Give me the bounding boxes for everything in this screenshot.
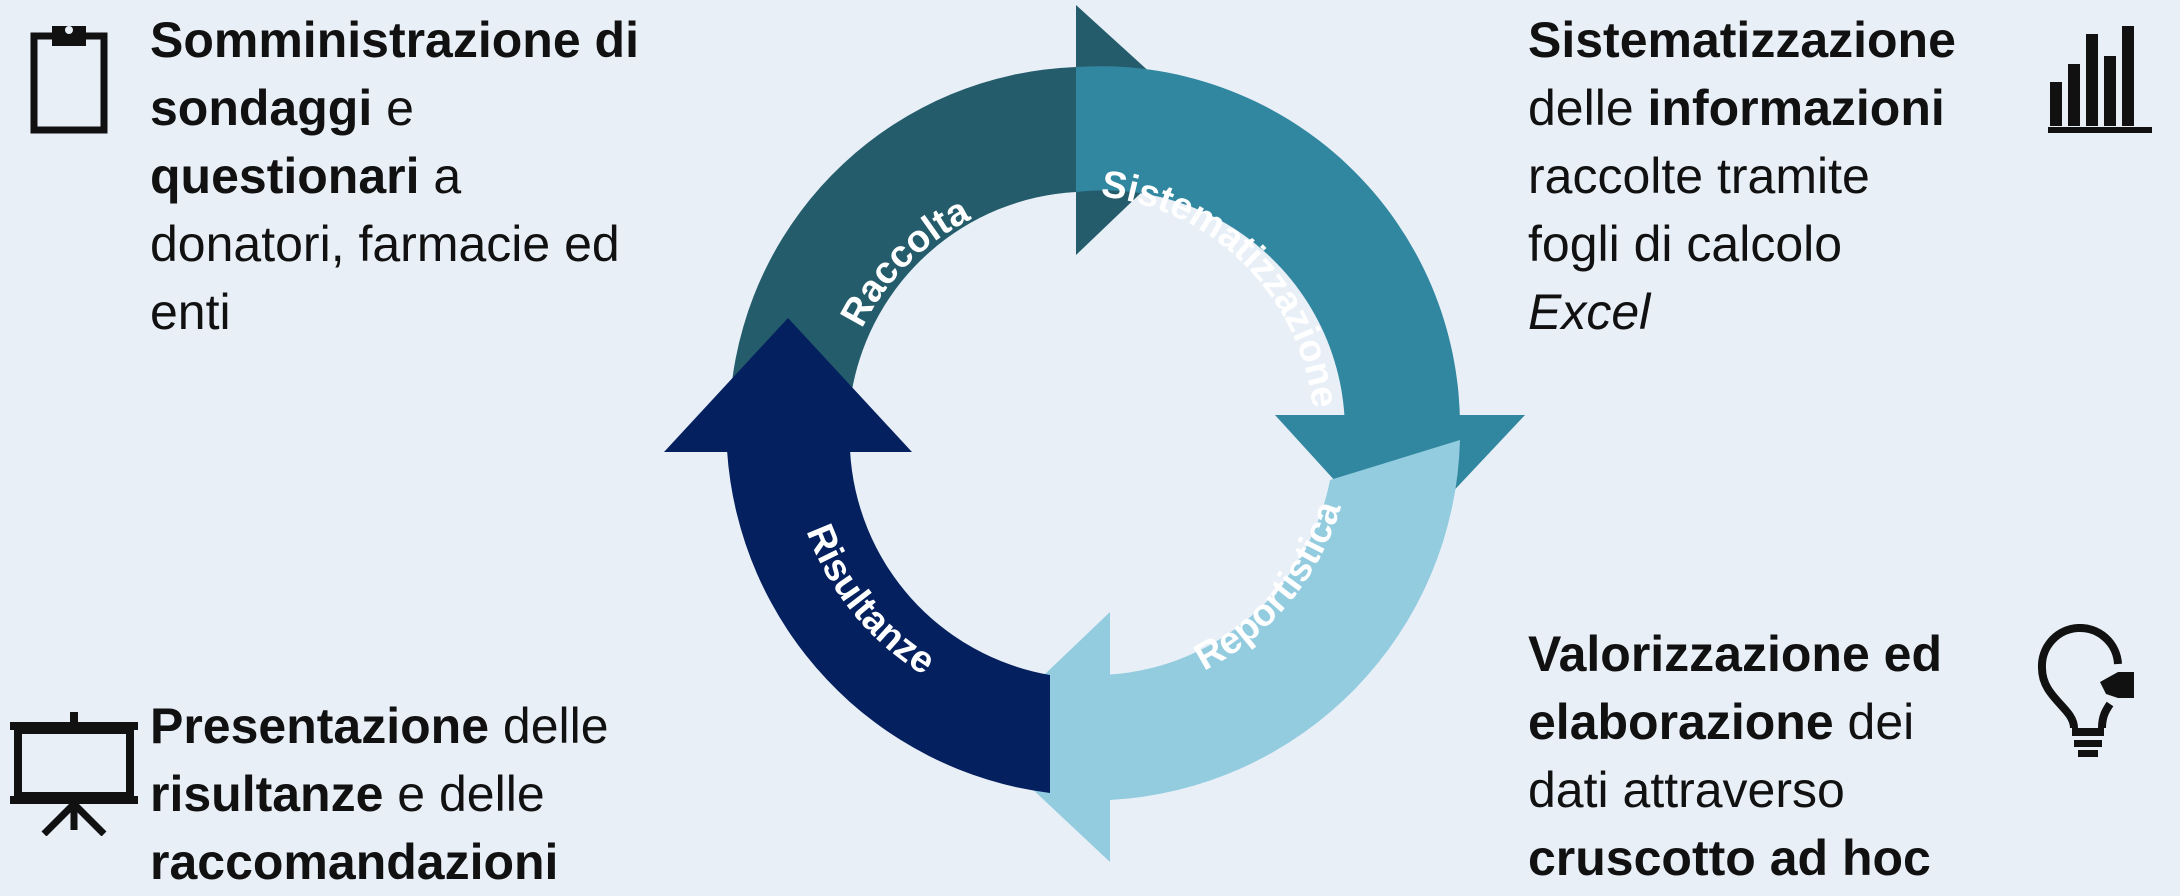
text-bold: questionari: [150, 148, 420, 204]
segment-risultanze-band: [727, 450, 1050, 793]
text-bold: Presentazione: [150, 698, 490, 754]
text-line: raccolte tramite: [1528, 148, 1870, 204]
text-bold: risultanze: [150, 766, 384, 822]
text-regular: delle: [1528, 80, 1648, 136]
segment-reportistica-band: [1100, 440, 1460, 800]
segment-sistematizzazione-band: [1076, 66, 1461, 480]
text-regular: dei: [1833, 694, 1915, 750]
text-bold: sondaggi: [150, 80, 373, 136]
segment-reportistica: Reportistica: [978, 440, 1460, 862]
text-block-valorizzazione: Valorizzazione ed elaborazione dei dati …: [1528, 620, 2088, 892]
text-bold: Sistematizzazione: [1528, 12, 1956, 68]
segment-risultanze: Risultanze: [664, 318, 1050, 793]
text-bold: elaborazione: [1528, 694, 1834, 750]
text-bold: Valorizzazione ed: [1528, 626, 1943, 682]
presentation-board-icon: [10, 712, 138, 836]
text-block-presentazione: Presentazione delle risultanze e delle r…: [150, 692, 710, 896]
segment-raccolta-band: [731, 67, 1076, 390]
text-line: Somministrazione di: [150, 12, 639, 68]
text-bold: cruscotto ad hoc: [1528, 830, 1931, 886]
text-regular: e delle: [383, 766, 545, 822]
segment-risultanze-arrowhead: [664, 318, 912, 452]
text-regular: delle: [489, 698, 609, 754]
clipboard-icon: [30, 26, 108, 134]
bar-chart-icon: [2048, 26, 2152, 133]
text-line: enti: [150, 284, 231, 340]
text-line: dati attraverso: [1528, 762, 1845, 818]
text-block-somministrazione: Somministrazione di sondaggi e questiona…: [150, 6, 710, 346]
text-regular: a: [419, 148, 462, 204]
text-line: donatori, farmacie ed: [150, 216, 620, 272]
text-block-sistematizzazione: Sistematizzazione delle informazioni rac…: [1528, 6, 2088, 346]
text-line: fogli di calcolo: [1528, 216, 1843, 272]
text-regular: e: [372, 80, 414, 136]
text-bold: raccomandazioni: [150, 834, 559, 890]
text-italic: Excel: [1528, 284, 1651, 340]
text-bold: informazioni: [1647, 80, 1945, 136]
segment-sistematizzazione: Sistematizzazione: [1076, 66, 1525, 550]
lightbulb-icon: [2037, 624, 2134, 757]
